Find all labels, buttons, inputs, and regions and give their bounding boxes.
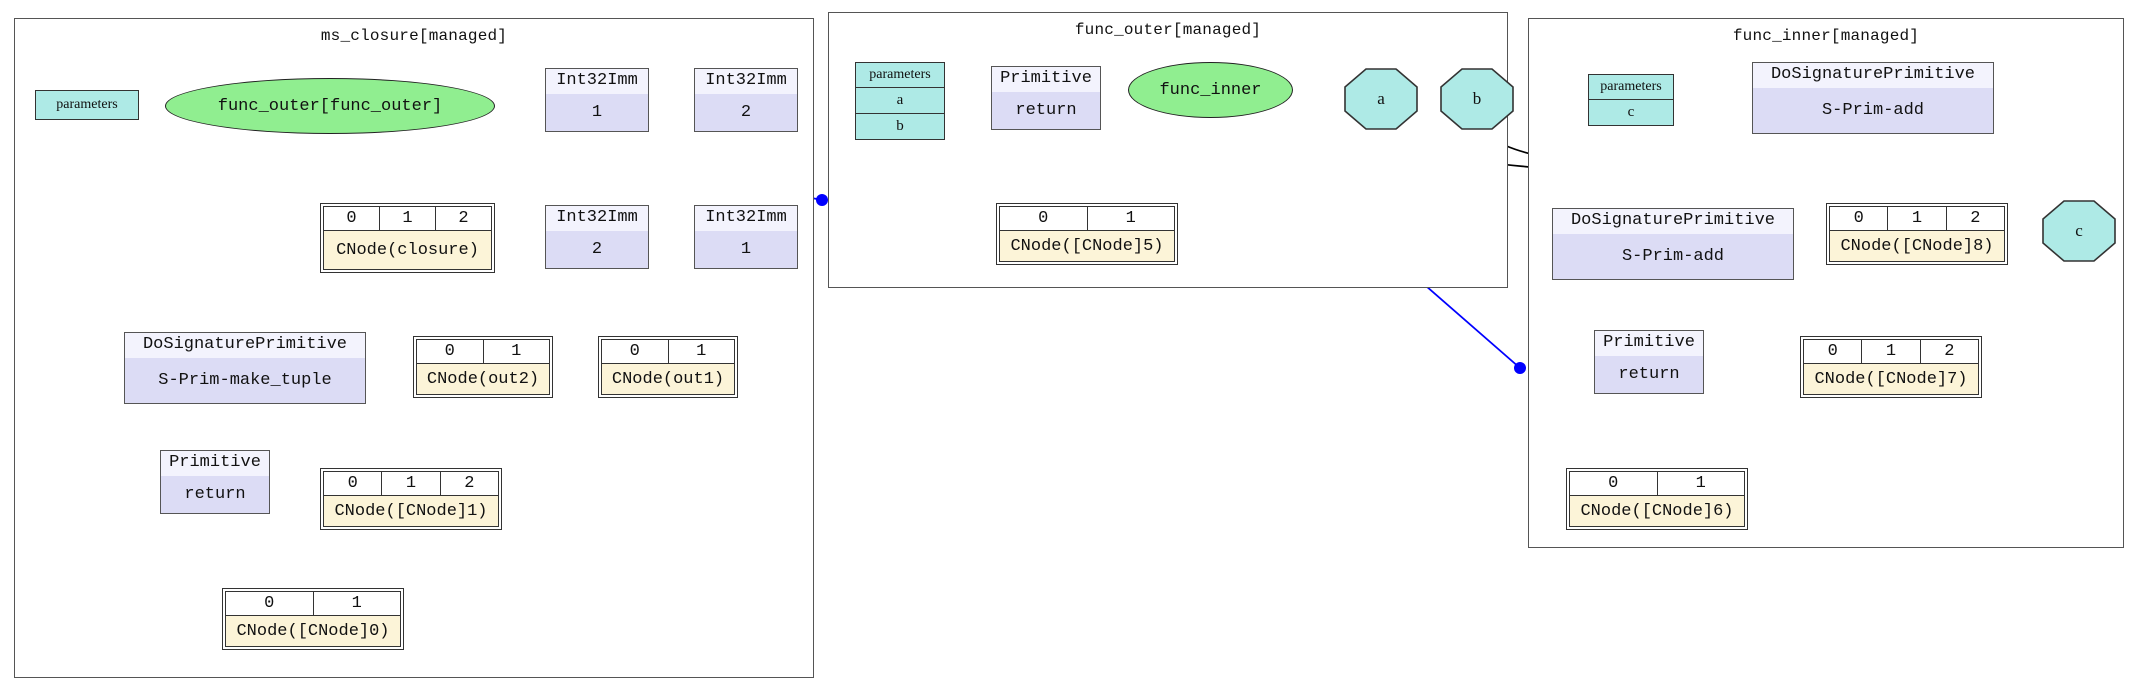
cnode-cnode5[interactable]: 0 1 CNode([CNode]5) [996,203,1178,265]
cnode-label: CNode([CNode]7) [1804,364,1978,394]
param-table-header: parameters [1589,75,1673,101]
value-node-dosignature-add-mid[interactable]: DoSignaturePrimitive S-Prim-add [1552,208,1794,280]
value-node-head: Int32Imm [695,206,797,231]
param-table-header: parameters [856,63,944,89]
cnode-label: CNode([CNode]6) [1570,496,1744,526]
value-node-head: Int32Imm [695,69,797,94]
cnode-cnode7[interactable]: 0 1 2 CNode([CNode]7) [1800,336,1982,398]
cluster-title-func-outer: func_outer[managed] [1074,21,1262,39]
value-node-body: 1 [591,102,603,122]
cnode-cnode8[interactable]: 0 1 2 CNode([CNode]8) [1826,203,2008,265]
cluster-title-ms-closure: ms_closure[managed] [320,27,508,45]
cnode-port-0[interactable]: 0 [1000,207,1088,231]
value-node-head: Primitive [1595,331,1703,356]
cnode-port-1[interactable]: 1 [1862,340,1921,364]
value-node-body: S-Prim-add [1621,246,1725,266]
octagon-label-b: b [1472,89,1482,108]
cnode-out2[interactable]: 0 1 CNode(out2) [413,336,553,398]
cnode-port-2[interactable]: 2 [436,207,491,231]
cnode-port-1[interactable]: 1 [380,207,436,231]
value-node-body: S-Prim-add [1821,100,1925,120]
value-node-int32imm-1-mid[interactable]: Int32Imm 1 [694,205,798,269]
value-node-body: 2 [740,102,752,122]
cnode-label: CNode([CNode]1) [324,496,498,526]
cnode-port-2[interactable]: 2 [1946,207,2004,231]
cnode-label: CNode(out2) [417,364,549,394]
cnode-cnode1[interactable]: 0 1 2 CNode([CNode]1) [320,468,502,530]
cnode-port-1[interactable]: 1 [382,472,441,496]
cnode-port-1[interactable]: 1 [483,340,549,364]
param-table-row-c: c [1627,104,1635,120]
octagon-shape [1344,68,1418,130]
value-node-int32imm-2-top[interactable]: Int32Imm 2 [694,68,798,132]
value-node-body: return [184,484,246,504]
value-node-primitive-return-left[interactable]: Primitive return [160,450,270,514]
value-node-body: 1 [740,239,752,259]
cnode-port-0[interactable]: 0 [1804,340,1863,364]
value-node-head: Int32Imm [546,69,648,94]
cnode-label: CNode(out1) [602,364,734,394]
param-table-ms-closure[interactable]: parameters [35,90,139,120]
cluster-title-func-inner: func_inner[managed] [1732,27,1920,45]
cnode-port-0[interactable]: 0 [1830,207,1889,231]
value-node-head: DoSignaturePrimitive [125,333,365,358]
ellipse-func-inner-label: func_inner [1159,80,1262,100]
value-node-int32imm-2-mid[interactable]: Int32Imm 2 [545,205,649,269]
cnode-port-0[interactable]: 0 [226,592,314,616]
cnode-out1[interactable]: 0 1 CNode(out1) [598,336,738,398]
value-node-head: DoSignaturePrimitive [1553,209,1793,234]
param-table-row-a: a [856,88,944,114]
value-node-primitive-return-mid[interactable]: Primitive return [991,66,1101,130]
cnode-port-2[interactable]: 2 [1920,340,1978,364]
octagon-param-c[interactable]: c [2042,200,2116,262]
value-node-head: DoSignaturePrimitive [1753,63,1993,88]
ellipse-func-outer-label: func_outer[func_outer] [217,96,443,116]
cnode-closure[interactable]: 0 1 2 CNode(closure) [320,203,495,273]
cnode-label: CNode([CNode]8) [1830,231,2004,261]
ellipse-func-outer[interactable]: func_outer[func_outer] [165,78,495,134]
cnode-label: CNode([CNode]5) [1000,231,1174,261]
param-table-func-inner[interactable]: parameters c [1588,74,1674,126]
cnode-port-1[interactable]: 1 [313,592,400,616]
cnode-port-1[interactable]: 1 [668,340,734,364]
cnode-port-1[interactable]: 1 [1657,472,1744,496]
octagon-label-a: a [1377,89,1385,108]
value-node-primitive-return-right[interactable]: Primitive return [1594,330,1704,394]
octagon-shape [1440,68,1514,130]
value-node-body: return [1618,364,1680,384]
cnode-cnode6[interactable]: 0 1 CNode([CNode]6) [1566,468,1748,530]
param-table-func-outer[interactable]: parameters a b [855,62,945,140]
cnode-label: CNode(closure) [324,231,491,269]
cnode-cnode0[interactable]: 0 1 CNode([CNode]0) [222,588,404,650]
value-node-head: Int32Imm [546,206,648,231]
param-table-header: parameters [56,97,118,112]
value-node-dosignature-add-top[interactable]: DoSignaturePrimitive S-Prim-add [1752,62,1994,134]
octagon-label-c: c [2075,221,2083,240]
cnode-port-2[interactable]: 2 [440,472,498,496]
value-node-dosignature-make-tuple[interactable]: DoSignaturePrimitive S-Prim-make_tuple [124,332,366,404]
cnode-label: CNode([CNode]0) [226,616,400,646]
cnode-port-0[interactable]: 0 [324,207,380,231]
param-table-row-b: b [896,117,904,134]
ellipse-func-inner[interactable]: func_inner [1128,62,1293,118]
cnode-port-0[interactable]: 0 [602,340,669,364]
cnode-port-0[interactable]: 0 [324,472,383,496]
octagon-param-a[interactable]: a [1344,68,1418,130]
value-node-body: return [1015,100,1077,120]
cnode-port-1[interactable]: 1 [1087,207,1174,231]
value-node-head: Primitive [992,67,1100,92]
cnode-port-1[interactable]: 1 [1888,207,1947,231]
value-node-body: 2 [591,239,603,259]
cnode-port-0[interactable]: 0 [417,340,484,364]
value-node-head: Primitive [161,451,269,476]
octagon-param-b[interactable]: b [1440,68,1514,130]
cnode-port-0[interactable]: 0 [1570,472,1658,496]
value-node-int32imm-1-top[interactable]: Int32Imm 1 [545,68,649,132]
value-node-body: S-Prim-make_tuple [158,370,332,390]
octagon-shape [2042,200,2116,262]
